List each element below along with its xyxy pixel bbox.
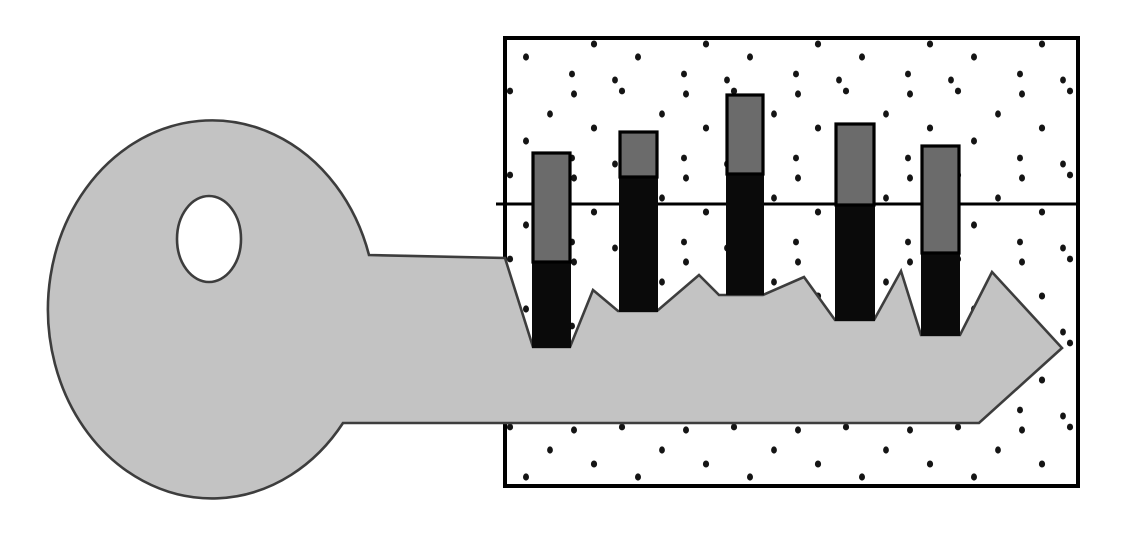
key-pin bbox=[726, 173, 764, 295]
pin-stack-3 bbox=[725, 93, 765, 295]
key bbox=[46, 119, 1064, 500]
key-pin bbox=[921, 252, 960, 336]
driver-pin bbox=[725, 93, 765, 176]
pin-stack-2 bbox=[618, 130, 659, 312]
pin-stack-5 bbox=[920, 144, 961, 336]
pin-stacks bbox=[531, 93, 961, 348]
key-pin bbox=[835, 204, 875, 321]
driver-pin bbox=[531, 151, 572, 264]
pin-stack-4 bbox=[834, 122, 876, 321]
pin-stack-1 bbox=[531, 151, 572, 348]
key-pin bbox=[619, 176, 658, 312]
driver-pin bbox=[618, 130, 659, 179]
key-pin bbox=[532, 261, 571, 348]
driver-pin bbox=[920, 144, 961, 255]
driver-pin bbox=[834, 122, 876, 207]
